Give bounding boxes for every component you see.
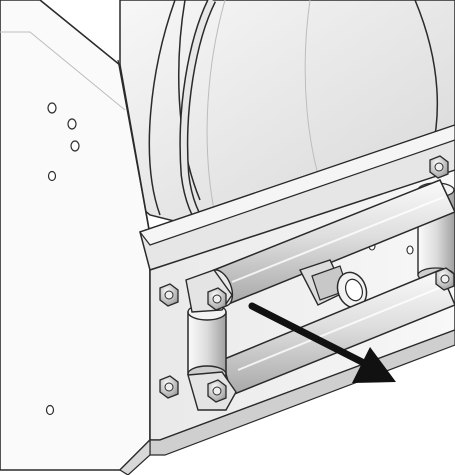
panel-hole bbox=[45, 404, 55, 416]
bolt bbox=[159, 283, 179, 307]
hose bbox=[179, 0, 226, 232]
bolt bbox=[207, 287, 227, 311]
bolt bbox=[159, 375, 179, 399]
swivel-fitting bbox=[299, 259, 368, 309]
plate-hole bbox=[406, 245, 414, 255]
left-vertical-roller bbox=[187, 303, 227, 383]
bolt bbox=[435, 267, 455, 291]
panel-hole bbox=[47, 102, 57, 114]
left-side-panel bbox=[0, 0, 151, 471]
bolt bbox=[207, 379, 227, 403]
top-crossbar bbox=[139, 124, 455, 271]
direction-arrow bbox=[248, 302, 396, 383]
panel-hole bbox=[70, 140, 80, 152]
panel-hole bbox=[67, 118, 77, 130]
panel-hole bbox=[47, 170, 57, 182]
bolt bbox=[429, 155, 449, 179]
